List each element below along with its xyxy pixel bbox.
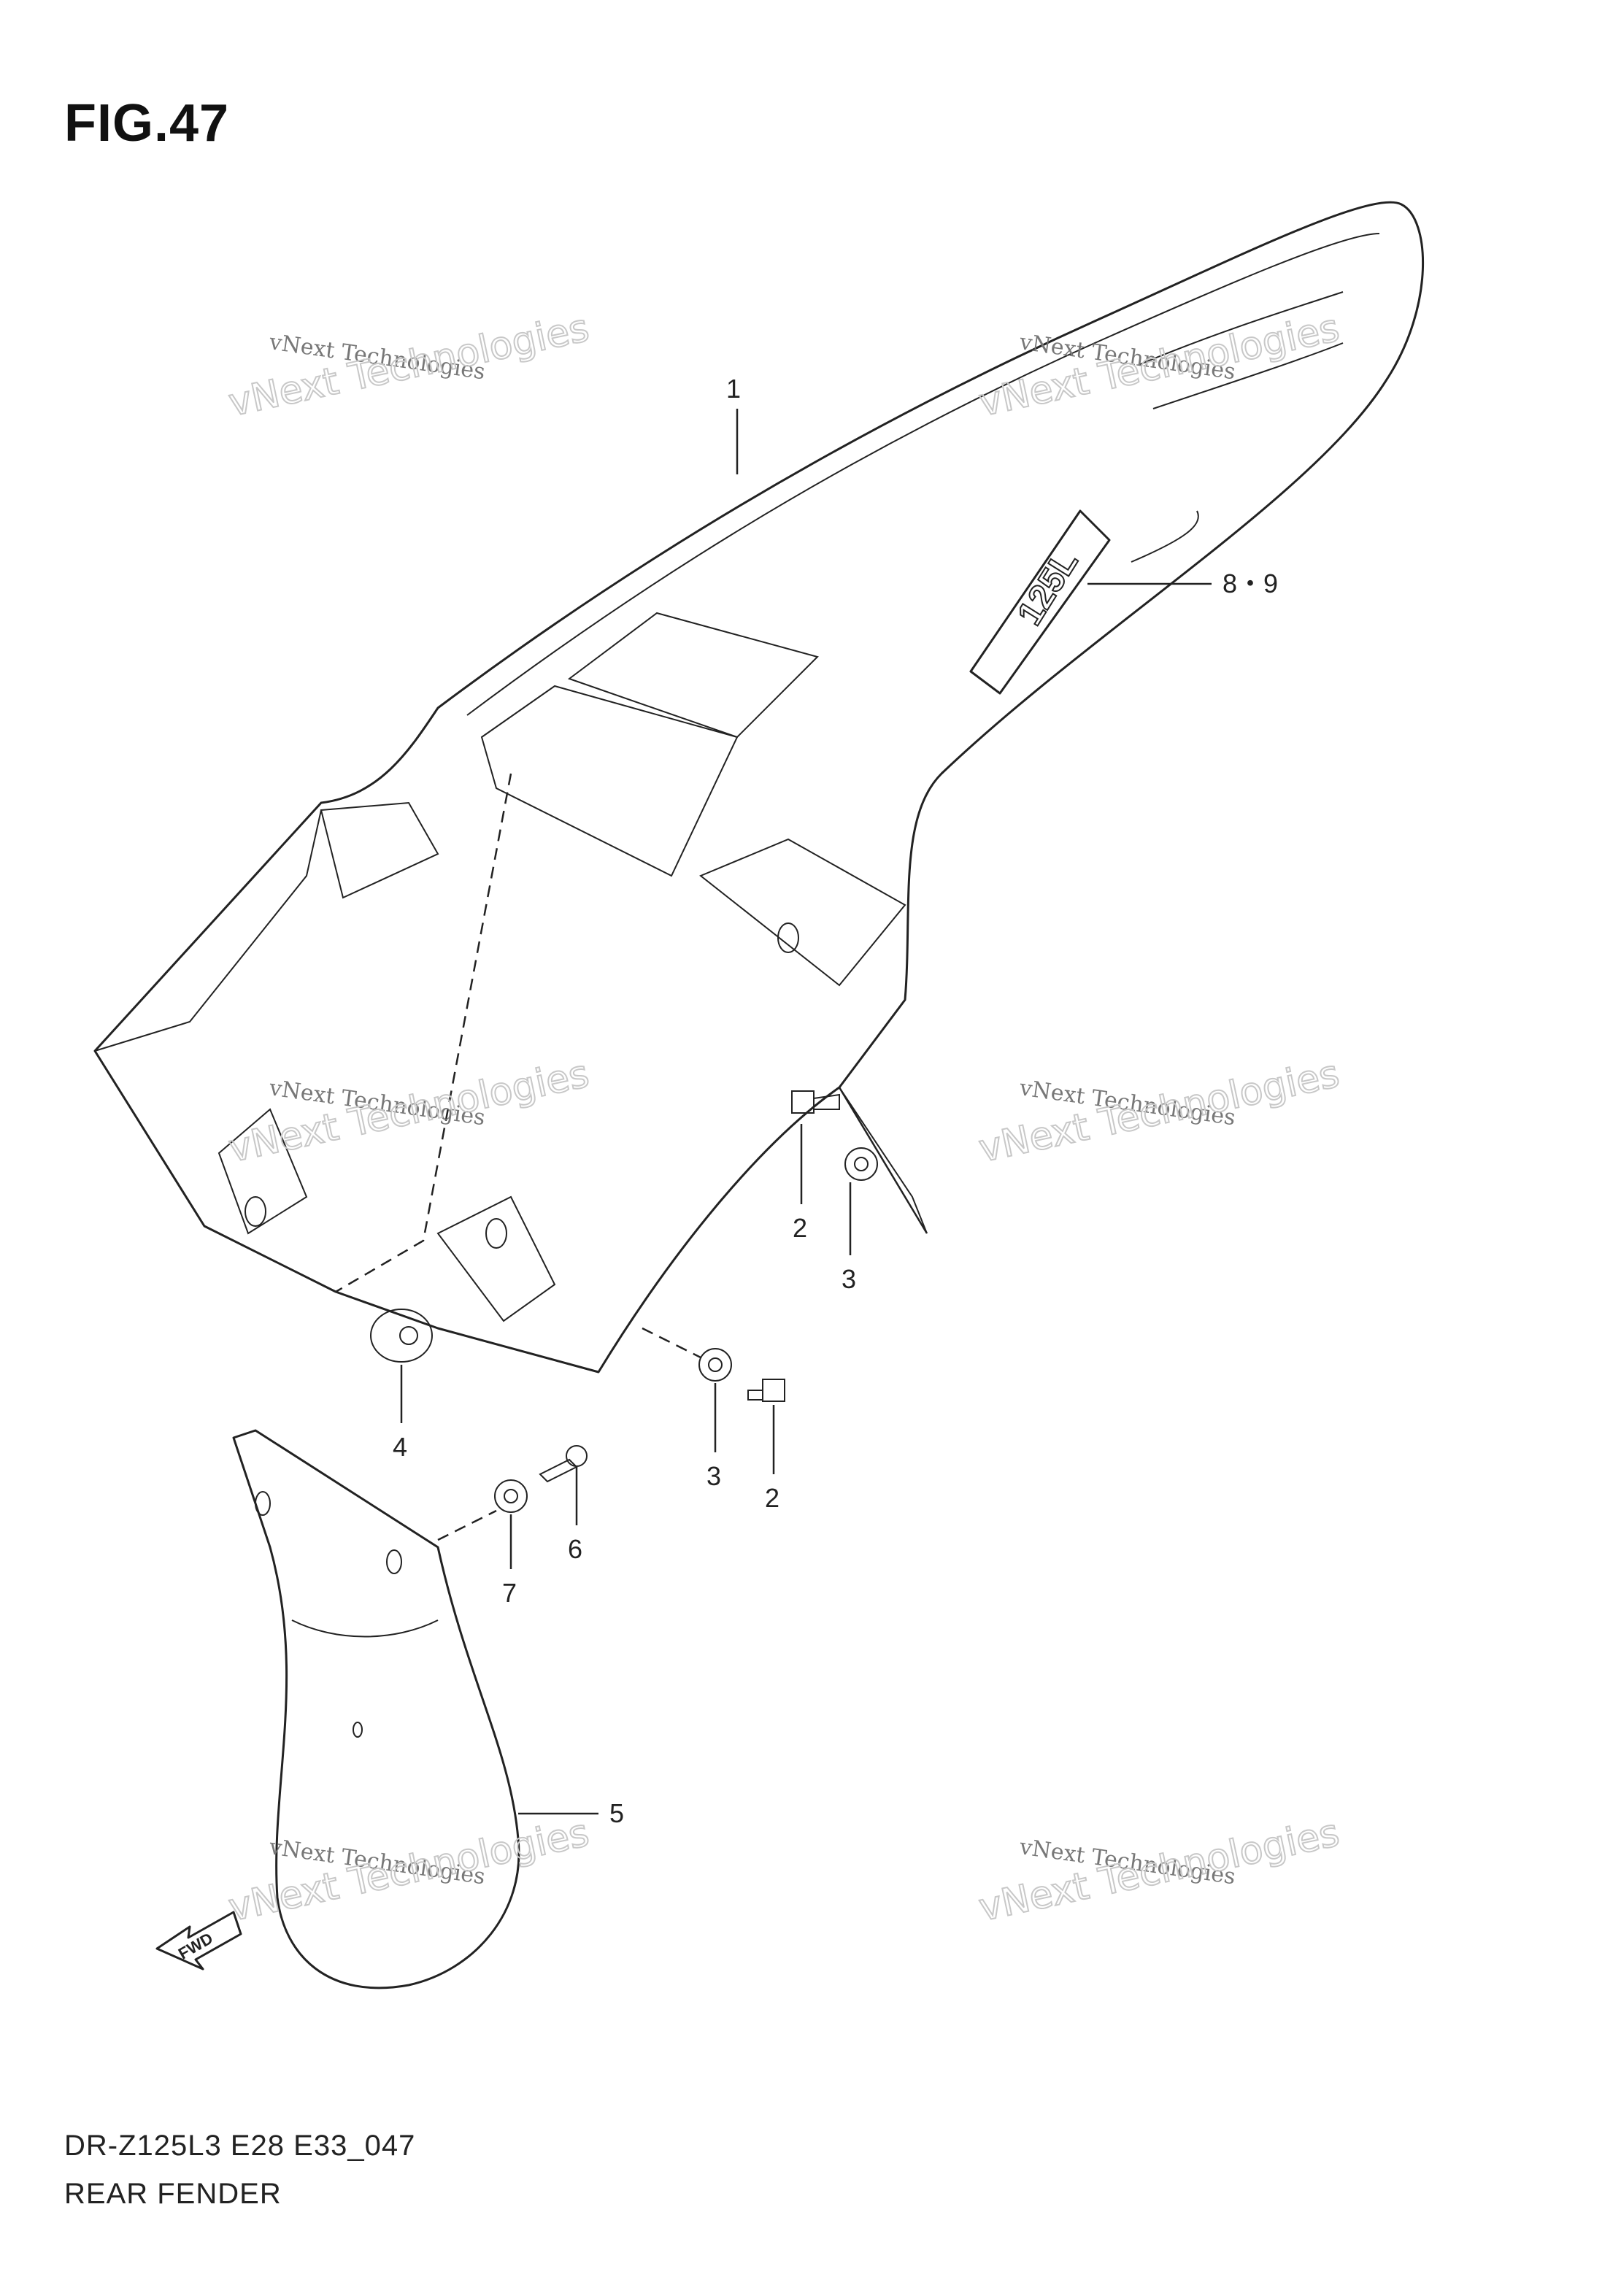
figure-title: FIG.47	[64, 94, 230, 153]
callout-3-lower: 3	[706, 1461, 721, 1491]
washer-upper[interactable]	[844, 1147, 878, 1181]
svg-text:vNext Technologies: vNext Technologies	[225, 1811, 593, 1930]
callout-2-upper: 2	[793, 1213, 807, 1243]
svg-text:vNext Technologies: vNext Technologies	[975, 1811, 1343, 1930]
flap-dash	[437, 1509, 497, 1541]
fender-decal[interactable]: 125L	[969, 509, 1111, 695]
watermark-mid-right: vNext Technologies vNext Technologies	[974, 1052, 1344, 1172]
watermark-bottom-right: vNext Technologies vNext Technologies	[974, 1811, 1344, 1931]
grommet[interactable]	[370, 1309, 433, 1363]
watermark-mid-left: vNext Technologies vNext Technologies	[224, 1052, 593, 1172]
callout-2-lower: 2	[765, 1483, 779, 1513]
rear-fender-main[interactable]	[93, 201, 1425, 1374]
washer-7[interactable]	[494, 1479, 528, 1513]
callout-1: 1	[726, 374, 741, 404]
model-code: DR-Z125L3 E28 E33_047	[64, 2130, 416, 2162]
upper-pointer	[838, 1087, 928, 1234]
svg-text:vNext Technologies: vNext Technologies	[225, 307, 593, 425]
washer-lower[interactable]	[698, 1348, 732, 1382]
fender-center-dashed-line	[335, 773, 512, 1293]
svg-text:vNext Technologies: vNext Technologies	[225, 1052, 593, 1171]
callout-7: 7	[502, 1578, 517, 1608]
diagram-name: REAR FENDER	[64, 2178, 282, 2210]
callout-8-9: 8・9	[1223, 569, 1278, 598]
fastener-dash	[642, 1327, 701, 1359]
callout-6: 6	[568, 1534, 582, 1564]
watermark-bottom-left: vNext Technologies vNext Technologies	[224, 1811, 593, 1931]
svg-text:vNext Technologies: vNext Technologies	[975, 1052, 1343, 1171]
callout-3-upper: 3	[842, 1264, 856, 1294]
watermark-top-left: vNext Technologies vNext Technologies	[224, 306, 593, 426]
forward-arrow-icon: FWD	[155, 1911, 242, 1971]
mud-flap[interactable]	[232, 1429, 520, 1989]
bolt-lower[interactable]	[747, 1379, 785, 1402]
screw-6[interactable]	[539, 1445, 588, 1483]
callout-5: 5	[609, 1798, 624, 1828]
callout-4: 4	[393, 1432, 407, 1462]
bolt-upper[interactable]	[791, 1090, 840, 1114]
